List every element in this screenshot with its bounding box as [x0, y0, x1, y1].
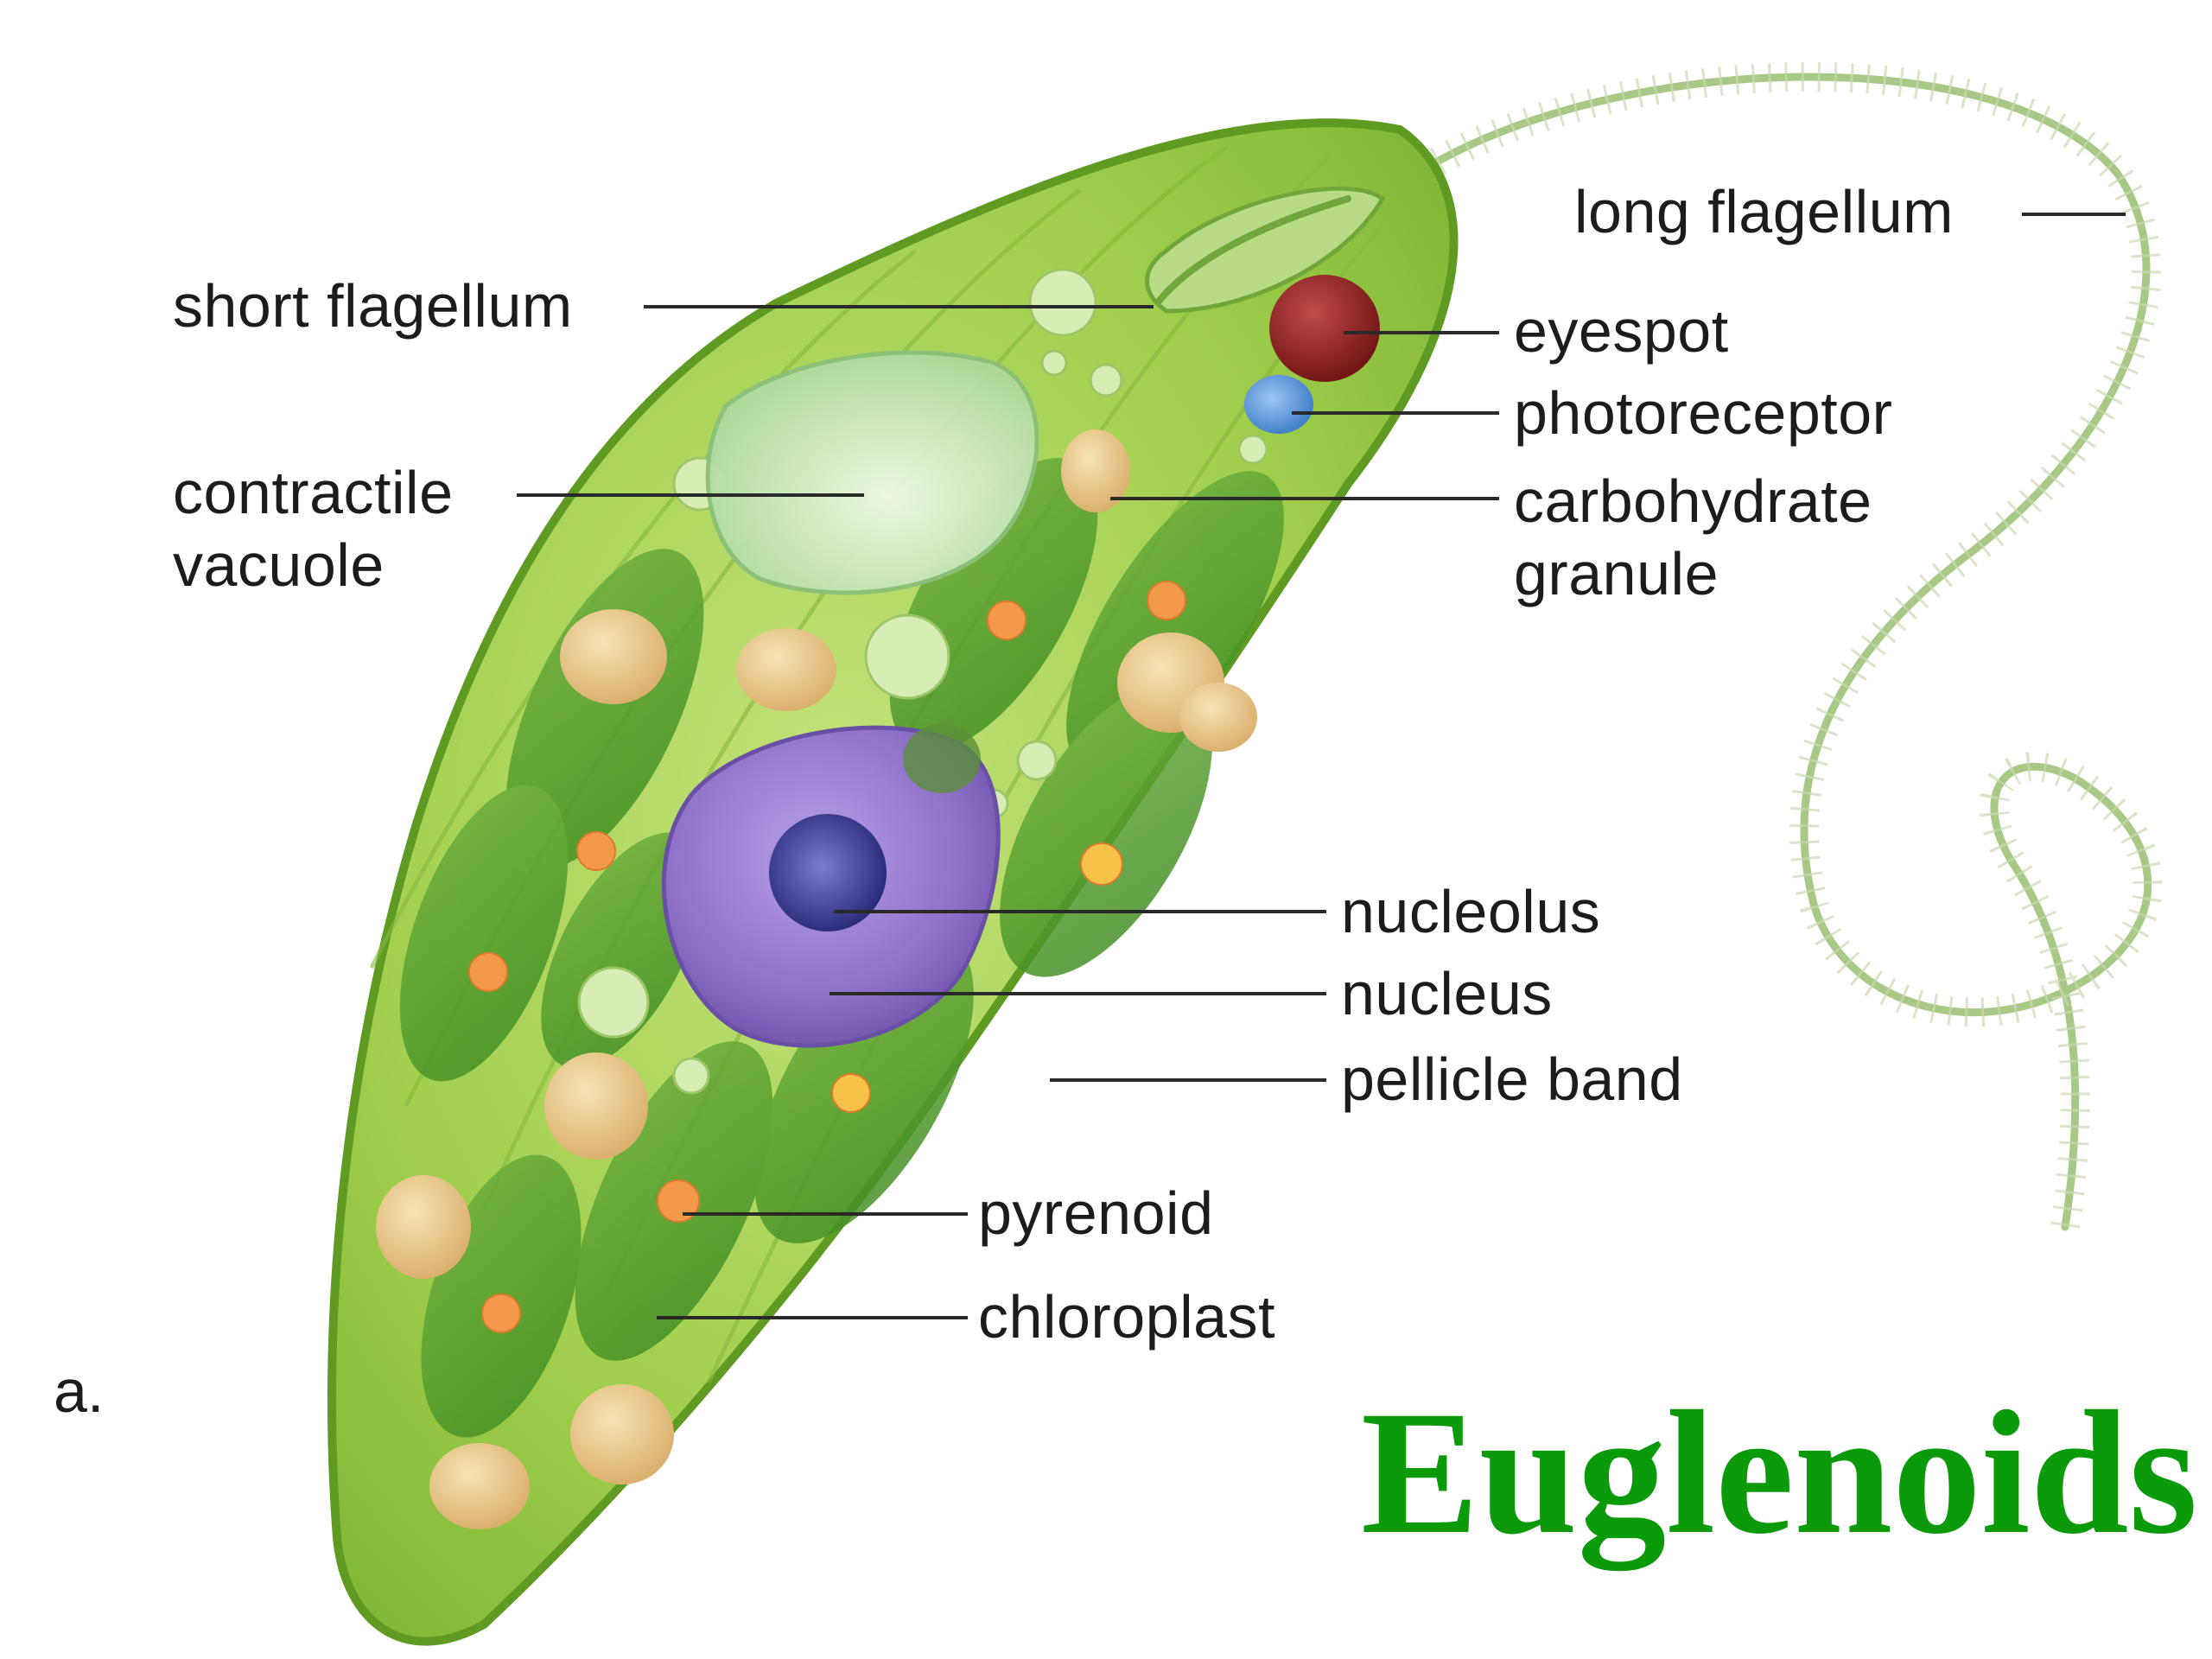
nucleus — [661, 724, 1001, 1048]
photoreceptor — [1244, 375, 1313, 434]
label-contractile-vacuole: contractile vacuole — [173, 459, 454, 599]
label-pyrenoid: pyrenoid — [978, 1179, 1214, 1247]
short-flagellum — [1154, 195, 1351, 306]
diagram-title: Euglenoids — [1361, 1375, 2198, 1571]
leader-lines — [517, 213, 2126, 1319]
label-eyespot: eyespot — [1514, 297, 1729, 365]
carbohydrate-granules — [376, 429, 1257, 1529]
label-carbohydrate-granule: carbohydrate granule — [1514, 467, 1872, 607]
label-nucleolus: nucleolus — [1341, 878, 1601, 945]
panel-letter: a. — [54, 1357, 105, 1425]
nucleolus — [769, 814, 887, 931]
label-long-flagellum: long flagellum — [1574, 178, 1954, 245]
contractile-vacuole — [705, 350, 1039, 595]
label-chloroplast: chloroplast — [978, 1283, 1276, 1351]
pyrenoids — [468, 581, 1186, 1333]
label-short-flagellum: short flagellum — [173, 272, 573, 340]
label-pellicle-band: pellicle band — [1341, 1046, 1683, 1113]
eyespot — [1269, 275, 1380, 382]
label-photoreceptor: photoreceptor — [1514, 379, 1893, 447]
label-nucleus: nucleus — [1341, 960, 1553, 1027]
long-flagellum — [1336, 61, 2163, 1231]
